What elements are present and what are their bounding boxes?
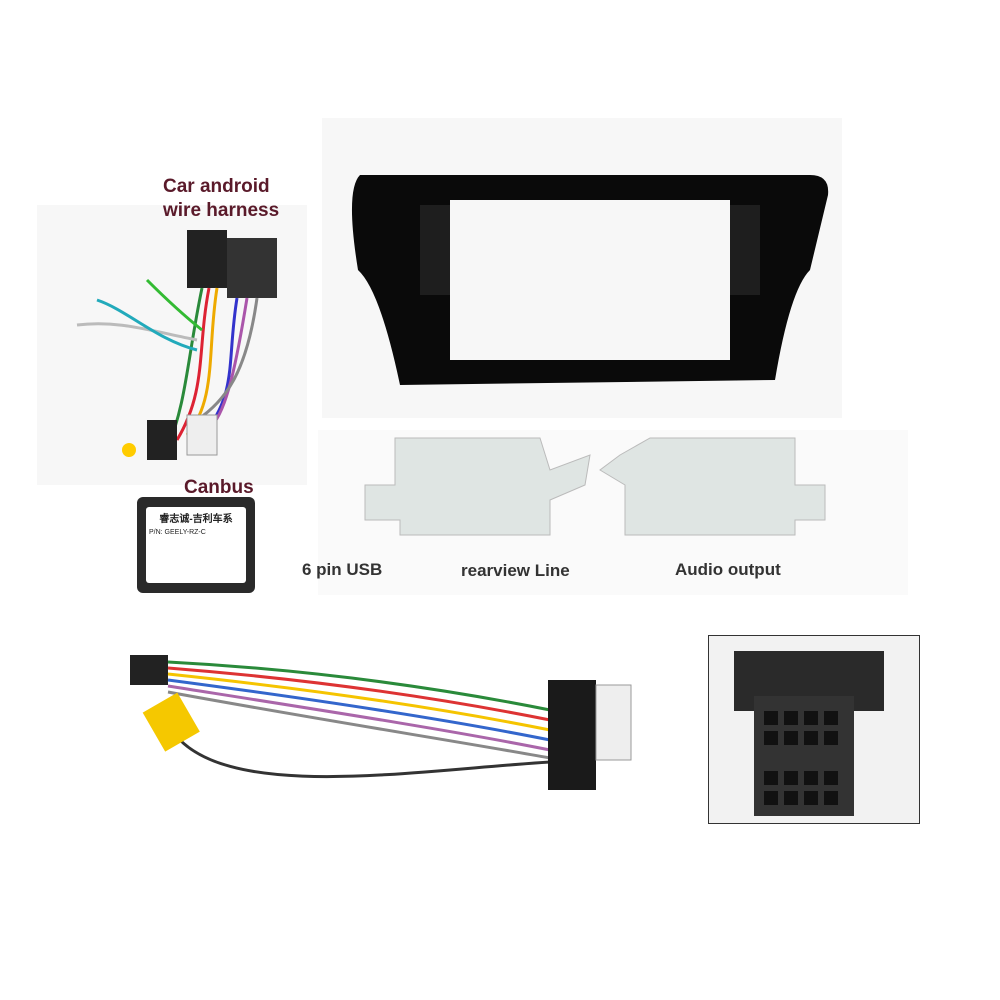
rearview-label: rearview Line xyxy=(461,561,570,580)
canbus-part-number: P/N: GEELY-RZ-C xyxy=(149,529,206,536)
wire-harness-image xyxy=(76,230,277,460)
connector-closeup xyxy=(708,635,920,824)
audio-output-label: Audio output xyxy=(675,560,781,579)
canbus-module: 睿志诚-吉利车系 P/N: GEELY-RZ-C xyxy=(137,497,255,593)
connector-closeup-image xyxy=(734,651,884,816)
canbus-title: 睿志诚-吉利车系 xyxy=(159,514,233,525)
usb-label: 6 pin USB xyxy=(302,560,383,579)
power-harness-image xyxy=(130,655,632,790)
mounting-brackets-image xyxy=(364,437,826,536)
dash-frame-image xyxy=(351,175,829,385)
canbus-label: Canbus xyxy=(184,477,254,498)
canbus-sticker: 睿志诚-吉利车系 P/N: GEELY-RZ-C xyxy=(146,507,246,583)
wire-harness-label: Car android wire harness xyxy=(163,176,280,221)
